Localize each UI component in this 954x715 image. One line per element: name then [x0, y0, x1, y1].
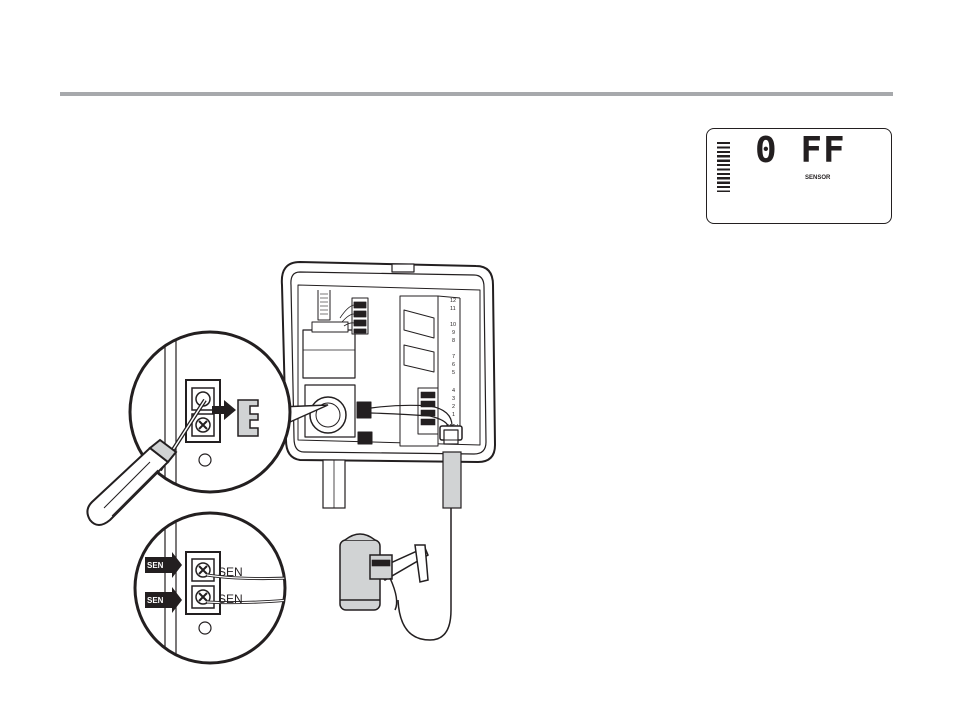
svg-text:6: 6 — [452, 362, 455, 368]
svg-text:5: 5 — [452, 370, 455, 376]
sen-label-bottom: SEN — [218, 592, 243, 606]
sen-label-top: SEN — [218, 565, 243, 579]
svg-text:2: 2 — [452, 404, 455, 410]
rain-sensor — [340, 534, 428, 610]
sen-tag-top: SEN — [147, 561, 164, 570]
wiring-detail-circle: SEN SEN SEN SEN — [135, 510, 290, 668]
svg-text:8: 8 — [452, 338, 455, 344]
svg-text:7: 7 — [452, 354, 455, 360]
svg-text:10: 10 — [450, 322, 456, 328]
svg-text:1: 1 — [452, 412, 455, 418]
svg-text:9: 9 — [452, 330, 455, 336]
svg-text:3: 3 — [452, 396, 455, 402]
controller-housing: 12 11 10 9 8 7 6 5 4 3 2 1 PMV — [282, 262, 495, 462]
sen-tag-bottom: SEN — [147, 596, 164, 605]
svg-text:4: 4 — [452, 388, 455, 394]
svg-text:11: 11 — [450, 306, 456, 312]
screwdriver — [87, 440, 176, 525]
svg-text:12: 12 — [450, 298, 456, 304]
